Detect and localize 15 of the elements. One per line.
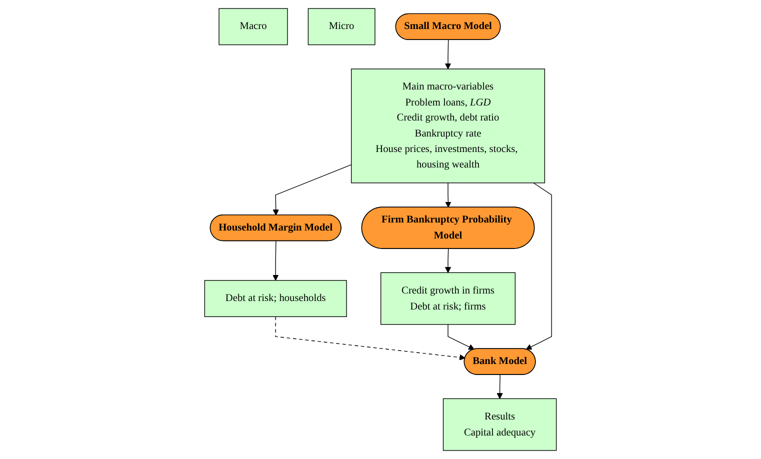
node-box: Main macro-variables Problem loans, LGD Credit growth, debt ratio Bankruptcy rate House prices, investments, stocks, housing wealth xyxy=(350,68,546,184)
node-box: Debt at risk; households xyxy=(204,280,347,318)
arrow xyxy=(275,316,466,360)
arrow xyxy=(444,248,452,273)
node-box: Results Capital adequacy xyxy=(442,398,557,451)
arrow xyxy=(496,374,503,399)
arrow xyxy=(272,164,352,216)
node-box: Micro xyxy=(308,8,376,46)
arrow xyxy=(444,40,452,70)
node-box: Credit growth in firms Debt at risk; firms xyxy=(380,272,516,325)
arrow xyxy=(272,240,279,281)
arrow xyxy=(526,182,552,350)
node-box: Macro xyxy=(218,8,288,46)
arrow xyxy=(445,182,452,208)
arrow xyxy=(448,324,474,350)
